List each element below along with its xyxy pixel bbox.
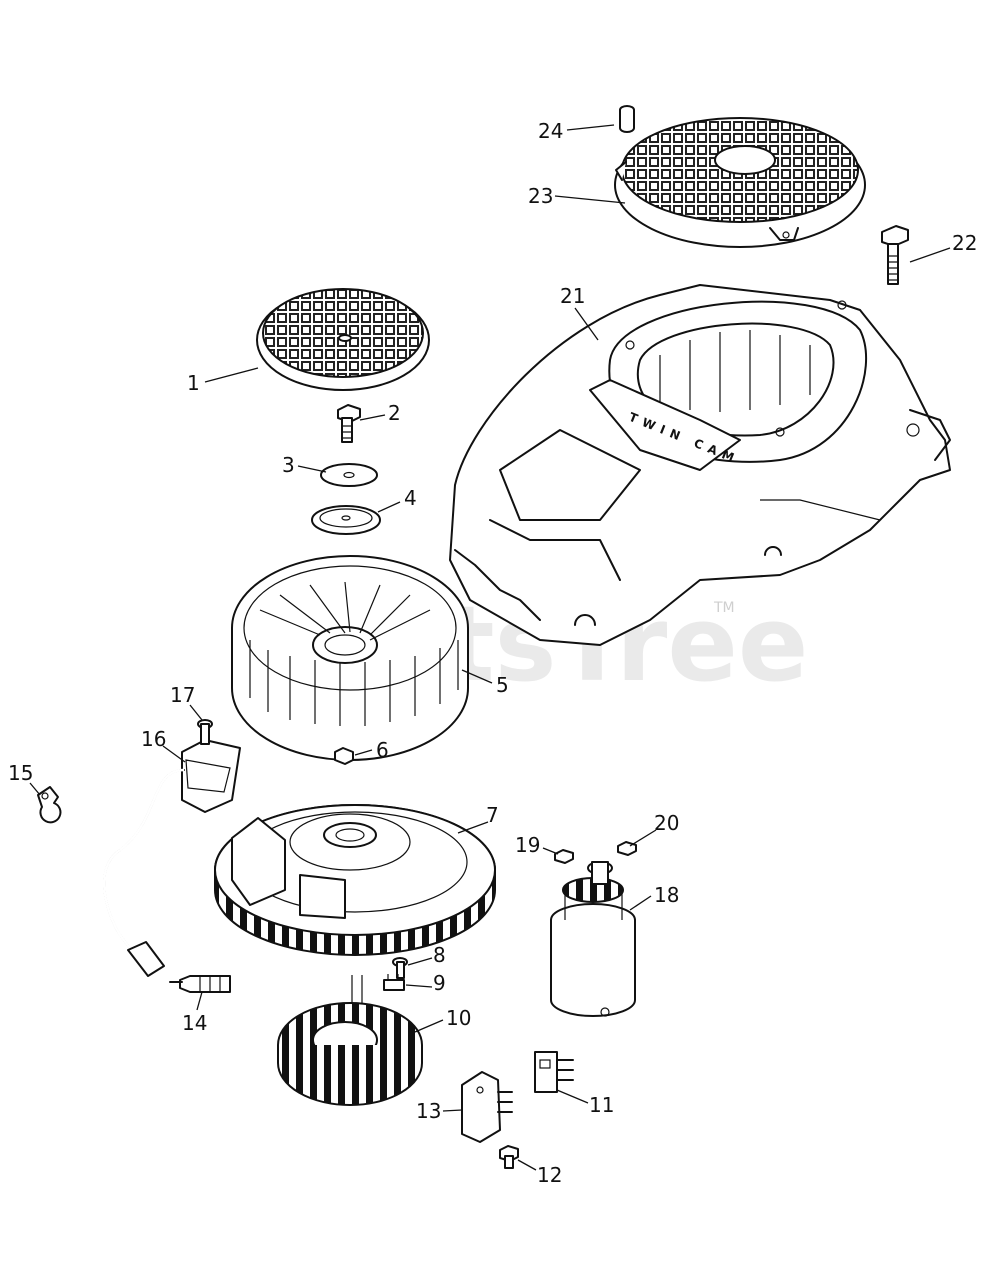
leader-8 [407,957,433,966]
label-12: 12 [537,1163,562,1187]
leader-11 [556,1089,589,1104]
label-11: 11 [589,1093,614,1117]
label-6: 6 [376,738,389,762]
leader-18 [629,895,652,911]
label-22: 22 [952,231,977,255]
part-13-regulator [461,1071,513,1143]
leader-16 [162,745,186,763]
part-12-screw [499,1145,519,1169]
label-24: 24 [538,119,563,143]
leader-15 [29,782,41,796]
label-2: 2 [388,401,401,425]
label-10: 10 [446,1006,471,1030]
part-6-key [334,747,354,765]
label-14: 14 [182,1011,207,1035]
part-9-clip [351,974,405,1005]
leader-19 [542,847,559,855]
part-14-spark-plug [169,975,231,993]
leader-21 [574,307,599,341]
part-5-fan [231,555,469,761]
label-23: 23 [528,184,553,208]
part-19-nut [554,849,574,864]
leader-4 [377,501,401,513]
part-22-bolt [881,225,909,285]
label-13: 13 [416,1099,441,1123]
label-18: 18 [654,883,679,907]
leader-12 [517,1159,537,1171]
part-11-rectifier [534,1051,574,1093]
part-2-bolt [337,404,361,443]
part-23-screen [614,117,866,248]
label-4: 4 [404,486,417,510]
part-7-flywheel [214,804,496,956]
leader-7 [457,821,489,834]
leader-5 [461,669,493,684]
label-19: 19 [515,833,540,857]
label-3: 3 [282,453,295,477]
leader-2 [359,414,386,421]
label-16: 16 [141,727,166,751]
label-9: 9 [433,971,446,995]
leader-lines [29,124,951,1171]
label-7: 7 [486,803,499,827]
part-15-clamp [37,786,62,824]
leader-17 [189,704,203,721]
part-17-screw [197,719,213,745]
leader-9 [405,984,433,988]
leader-10 [414,1019,444,1033]
watermark-trademark: TM [713,600,735,616]
leader-1 [204,367,259,383]
part-labels: 24 23 22 21 1 2 3 4 5 6 7 8 9 10 11 12 1… [8,119,977,1187]
leader-14 [196,991,203,1011]
label-8: 8 [433,943,446,967]
leader-23 [554,195,626,204]
leader-6 [354,749,373,756]
label-15: 15 [8,761,33,785]
part-16-ignition-module [102,739,241,977]
label-21: 21 [560,284,585,308]
leader-24 [566,124,615,131]
leader-3 [297,465,327,473]
leader-20 [629,829,657,847]
label-5: 5 [496,673,509,697]
part-1-grass-screen [256,288,430,391]
part-10-stator [277,1002,423,1106]
leader-22 [909,247,951,263]
part-18-starter-motor [550,861,636,1017]
label-17: 17 [170,683,195,707]
part-3-washer [320,463,378,487]
part-21-blower-housing: TWIN CAM [449,284,951,646]
label-20: 20 [654,811,679,835]
part-8-screw [392,957,408,979]
label-1: 1 [187,371,200,395]
part-4-retainer [311,505,381,535]
leader-13 [442,1109,463,1112]
part-24-cap [619,105,635,133]
